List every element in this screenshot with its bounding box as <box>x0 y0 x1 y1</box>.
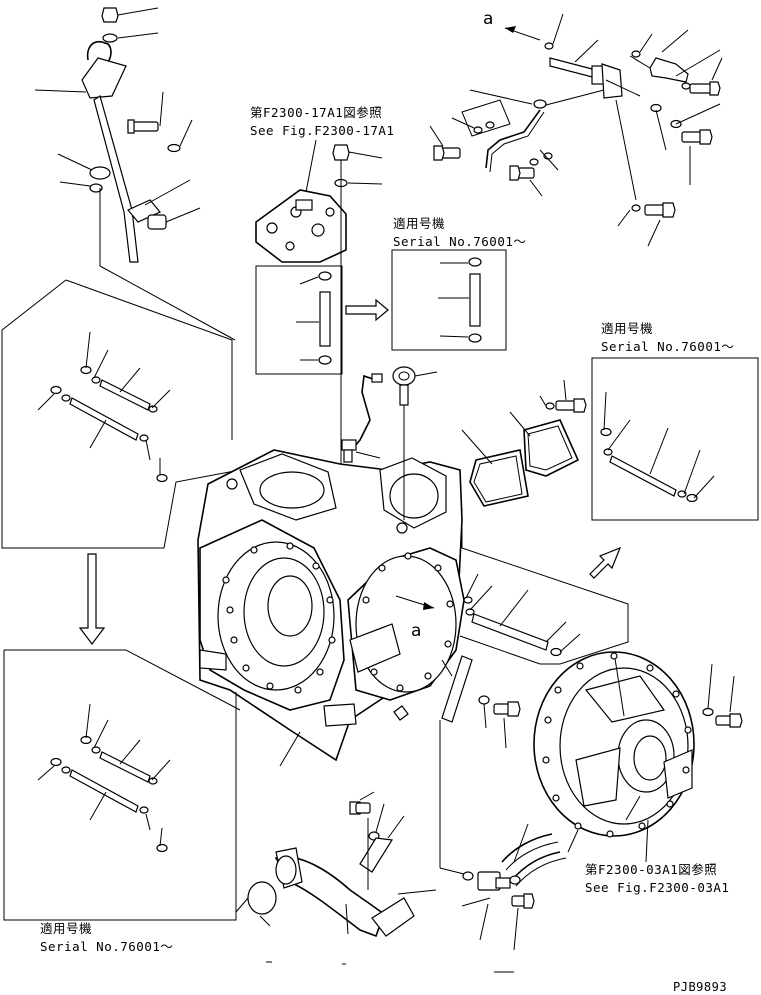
arrow-down-left <box>78 553 106 645</box>
transmission-case: a <box>197 449 465 767</box>
bottom-ref-jp: 第F2300-03A1図参照 <box>585 862 717 877</box>
right-box-title: 適用号機 <box>601 321 653 336</box>
right-box-serial: Serial No.76001～ <box>601 339 734 354</box>
view-marker-a-top: a <box>483 9 493 29</box>
housing-bolt-holes <box>542 652 692 838</box>
drawing-code: PJB9893 <box>673 980 727 994</box>
piping-assembly: a <box>429 9 723 247</box>
filler-tube-assembly <box>34 7 236 341</box>
flange-bolt-holes-left <box>222 542 336 694</box>
arrow-up-right <box>589 546 622 579</box>
left-box-title: 適用号機 <box>40 921 92 936</box>
pipe-center-right <box>459 508 629 665</box>
top-ref-en: See Fig.F2300-17A1 <box>250 123 394 138</box>
serial-box-left-lower: 適用号機 Serial No.76001～ <box>3 649 241 954</box>
hose-assembly <box>439 720 579 973</box>
serial-box-right: 適用号機 Serial No.76001～ <box>591 321 759 521</box>
cover-plates <box>461 379 587 507</box>
bottom-ref-en: See Fig.F2300-03A1 <box>585 880 729 895</box>
suction-pipe <box>235 692 437 965</box>
bracket-bolt <box>441 655 521 749</box>
eye-bolt-sensor <box>341 366 438 520</box>
center-box-title: 適用号機 <box>393 216 445 231</box>
serial-box-center: 適用号機 Serial No.76001～ <box>391 216 526 351</box>
view-marker-a-center: a <box>411 621 421 641</box>
control-valve-reference: 第F2300-17A1図参照 See Fig.F2300-17A1 <box>250 105 394 480</box>
serial-box-left-upper <box>1 279 241 549</box>
left-box-serial: Serial No.76001～ <box>40 939 173 954</box>
top-ref-jp: 第F2300-17A1図参照 <box>250 105 382 120</box>
torque-converter-housing: 第F2300-03A1図参照 See Fig.F2300-03A1 <box>533 651 743 895</box>
center-box-serial: Serial No.76001～ <box>393 234 526 249</box>
